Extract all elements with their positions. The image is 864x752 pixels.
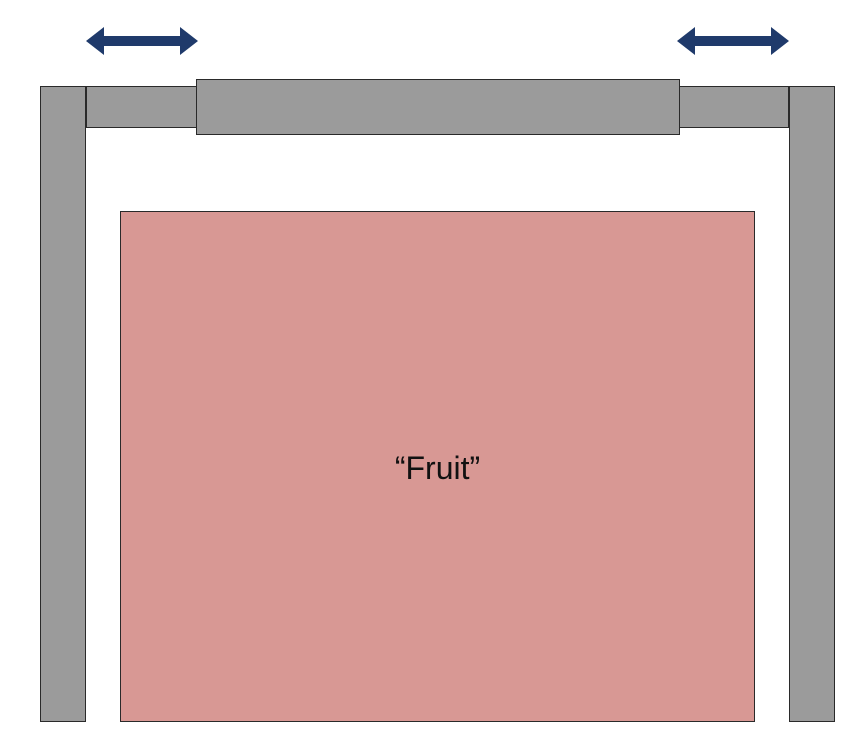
right-post <box>789 86 835 722</box>
left-arm <box>86 86 198 128</box>
right-double-arrow-icon <box>677 22 789 60</box>
right-arm <box>677 86 789 128</box>
fruit-box: “Fruit” <box>120 211 755 722</box>
top-beam <box>196 79 680 135</box>
left-post <box>40 86 86 722</box>
fruit-label: “Fruit” <box>394 450 481 486</box>
left-double-arrow-icon <box>86 22 198 60</box>
